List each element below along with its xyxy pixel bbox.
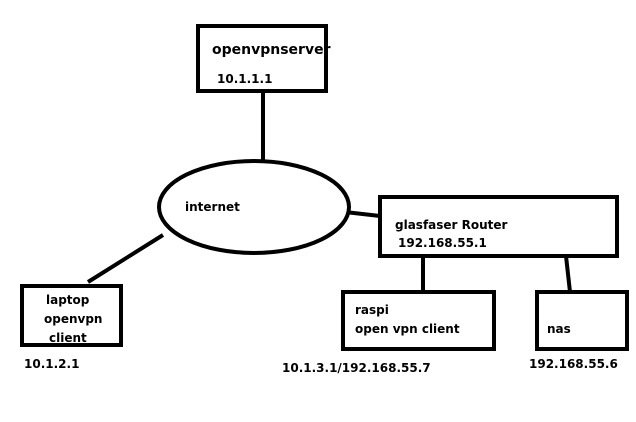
router-label: glasfaser Router (395, 218, 508, 232)
openvpnserver-label: openvpnserver (212, 42, 331, 58)
laptop-box (20, 284, 123, 347)
internet-cloud (157, 159, 351, 255)
router-ip: 192.168.55.1 (398, 236, 487, 250)
openvpnserver-box (196, 24, 328, 93)
raspi-ip: 10.1.3.1/192.168.55.7 (282, 361, 431, 375)
nas-label: nas (547, 322, 571, 336)
laptop-label-line2: openvpn (44, 312, 103, 326)
raspi-label-line2: open vpn client (355, 322, 460, 336)
laptop-ip: 10.1.2.1 (24, 357, 80, 371)
edge-router-nas (564, 255, 572, 293)
edge-internet-laptop (86, 233, 165, 284)
router-box (378, 195, 619, 258)
nas-box (535, 290, 629, 351)
nas-ip: 192.168.55.6 (529, 357, 618, 371)
laptop-label-line1: laptop (46, 293, 90, 307)
edge-internet-router (344, 210, 381, 218)
laptop-label-line3: client (49, 331, 87, 345)
internet-label: internet (185, 200, 240, 214)
openvpnserver-ip: 10.1.1.1 (217, 72, 273, 86)
raspi-box (341, 290, 496, 351)
raspi-label-line1: raspi (355, 303, 389, 317)
